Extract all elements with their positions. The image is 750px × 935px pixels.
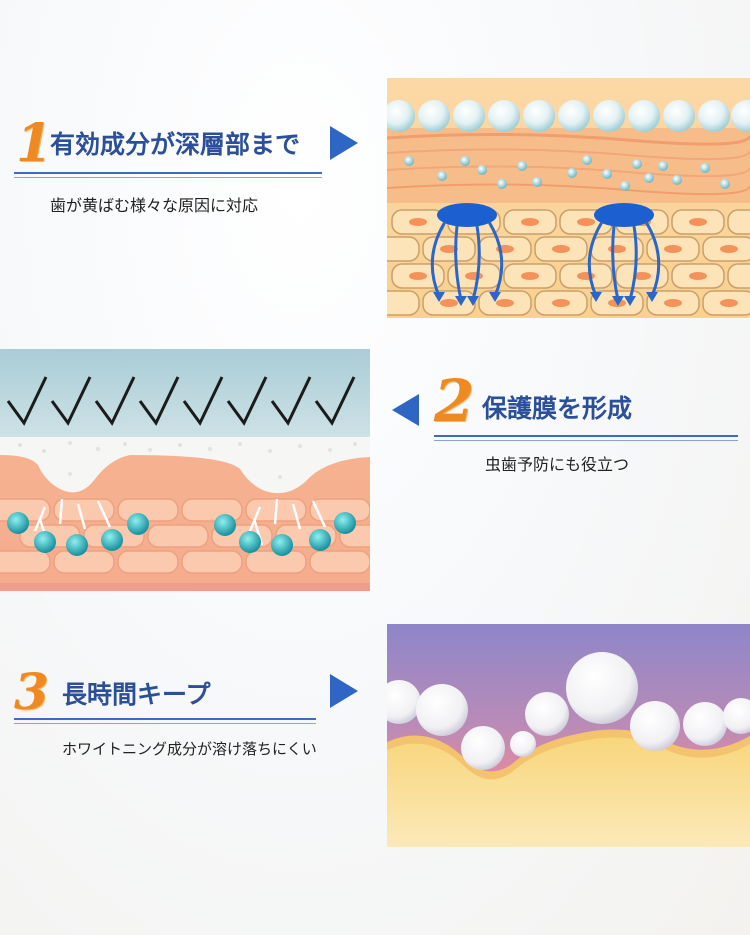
section-3-number: 3 [14, 662, 49, 721]
play-arrow-right-icon [330, 126, 358, 160]
section-3-underline-thin [14, 723, 316, 724]
section-2-underline [434, 435, 738, 437]
section-1-underline [14, 172, 322, 174]
section-2-underline-thin [434, 440, 738, 441]
play-arrow-left-icon [392, 394, 419, 426]
section-2-illustration [0, 349, 370, 591]
pearl-row [387, 100, 750, 132]
section-3-title: 長時間キープ [62, 680, 211, 709]
section-2-title: 保護膜を形成 [482, 394, 633, 423]
section-3-subtitle: ホワイトニング成分が溶け落ちにくい [62, 740, 317, 758]
section-1-illustration [387, 78, 750, 318]
play-arrow-right-icon [330, 674, 358, 708]
section-2-number: 2 [434, 367, 475, 435]
section-1-subtitle: 歯が黄ばむ様々な原因に対応 [50, 196, 259, 215]
section-1-underline-thin [14, 177, 322, 178]
section-2-subtitle: 虫歯予防にも役立つ [485, 455, 630, 474]
section-1-number: 1 [16, 113, 53, 174]
section-3-illustration [387, 624, 750, 847]
section-3-underline [14, 718, 316, 720]
section-1-title: 有効成分が深層部まで [50, 130, 301, 159]
